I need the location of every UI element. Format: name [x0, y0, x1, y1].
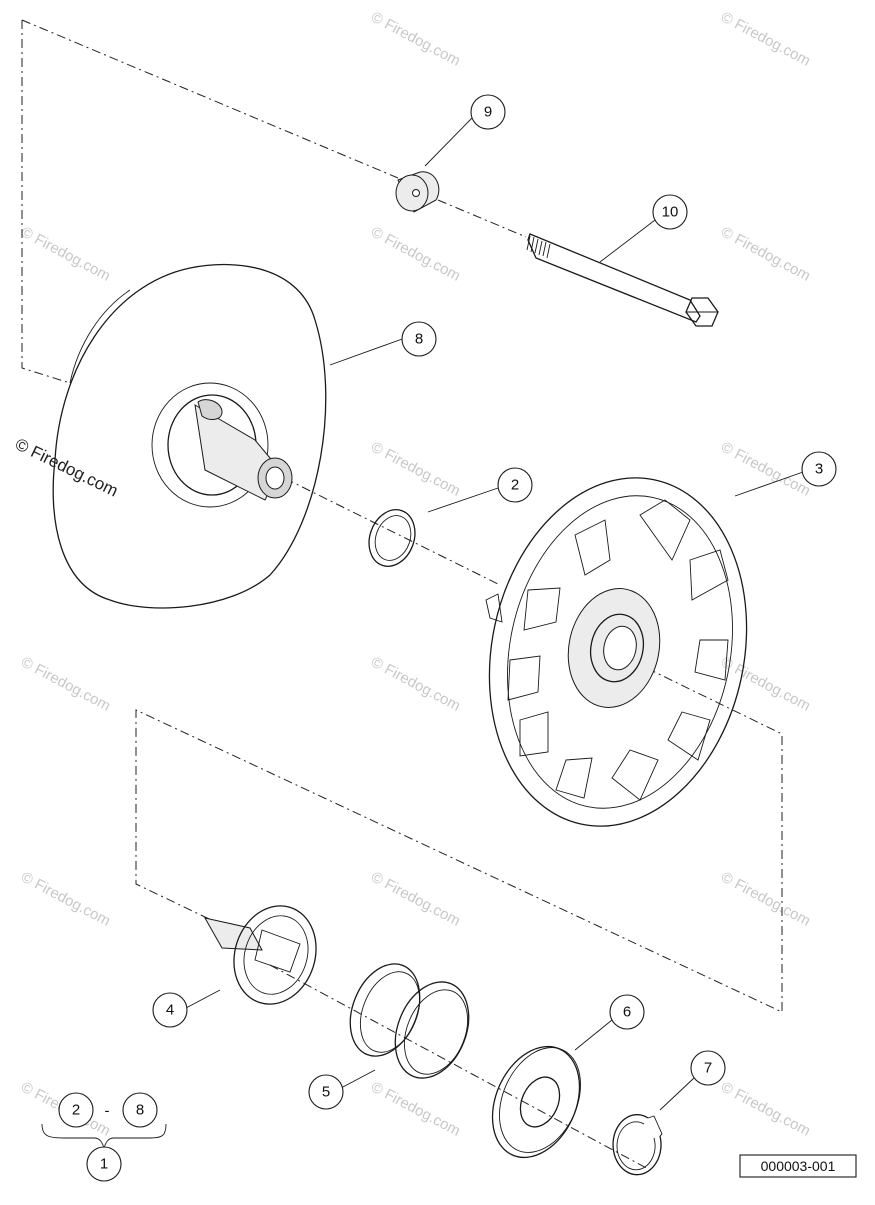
drawing-number-box: 000003-001: [739, 1154, 857, 1178]
watermark: © Firedog.com: [718, 1079, 813, 1140]
watermark: © Firedog.com: [718, 654, 813, 715]
watermark: © Firedog.com: [718, 9, 813, 70]
watermark: © Firedog.com: [368, 654, 463, 715]
upper-axis-line: [21, 19, 399, 179]
watermark: © Firedog.com: [368, 1079, 463, 1140]
legend-separator: -: [105, 1103, 110, 1120]
watermark: © Firedog.com: [368, 439, 463, 500]
svg-text:6: 6: [623, 1004, 631, 1021]
svg-text:5: 5: [322, 1084, 330, 1101]
svg-text:2: 2: [511, 477, 519, 494]
part-bolt: [526, 233, 719, 327]
svg-text:8: 8: [415, 331, 423, 348]
watermark: © Firedog.com: [18, 224, 113, 285]
callout-9: 9: [470, 94, 506, 130]
part-cam: [204, 905, 317, 1005]
watermark: © Firedog.com: [718, 869, 813, 930]
svg-text:4: 4: [166, 1002, 174, 1019]
center-axis-line: [267, 469, 501, 586]
watermark: © Firedog.com: [718, 439, 813, 500]
watermark: © Firedog.com: [368, 869, 463, 930]
watermark: © Firedog.com: [18, 869, 113, 930]
copyright-mark: © Firedog.com: [12, 435, 121, 501]
legend-to-callout: 8: [122, 1092, 158, 1128]
part-spring-seat: [491, 1045, 581, 1159]
svg-text:3: 3: [815, 461, 823, 478]
legend-assembly-callout: 1: [86, 1146, 122, 1182]
callout-4: 4: [152, 992, 188, 1028]
svg-text:2: 2: [72, 1102, 80, 1119]
drawing-number: 000003-001: [761, 1158, 836, 1174]
bolt-axis-line: [437, 199, 527, 238]
svg-text:9: 9: [484, 104, 492, 121]
callout-7: 7: [690, 1050, 726, 1086]
assembly-boundary-lines: [21, 19, 783, 1171]
part-spring: [349, 963, 470, 1079]
upper-left-boundary: [21, 20, 71, 384]
lower-axis-line: [269, 964, 651, 1171]
part-fixed-sheave: [52, 263, 327, 609]
callout-5: 5: [308, 1074, 344, 1110]
svg-text:7: 7: [704, 1060, 712, 1077]
watermark: © Firedog.com: [368, 224, 463, 285]
part-snap-ring: [612, 1114, 663, 1176]
legend-from-callout: 2: [58, 1092, 94, 1128]
lower-boundary: [135, 659, 783, 1013]
callout-3: 3: [801, 451, 837, 487]
svg-text:8: 8: [136, 1102, 144, 1119]
assembly-legend: 2 - 8 1: [41, 1092, 167, 1182]
svg-text:10: 10: [662, 204, 679, 221]
watermark: © Firedog.com: [368, 9, 463, 70]
part-spacer: [395, 171, 440, 213]
leader-lines: [185, 116, 804, 1111]
callout-2: 2: [497, 467, 533, 503]
watermark: © Firedog.com: [18, 654, 113, 715]
part-movable-sheave: [485, 477, 748, 827]
watermark: © Firedog.com: [718, 224, 813, 285]
svg-text:1: 1: [100, 1156, 108, 1173]
callout-10: 10: [652, 194, 688, 230]
callout-6: 6: [609, 994, 645, 1030]
part-washer: [368, 509, 416, 567]
callout-8: 8: [401, 321, 437, 357]
